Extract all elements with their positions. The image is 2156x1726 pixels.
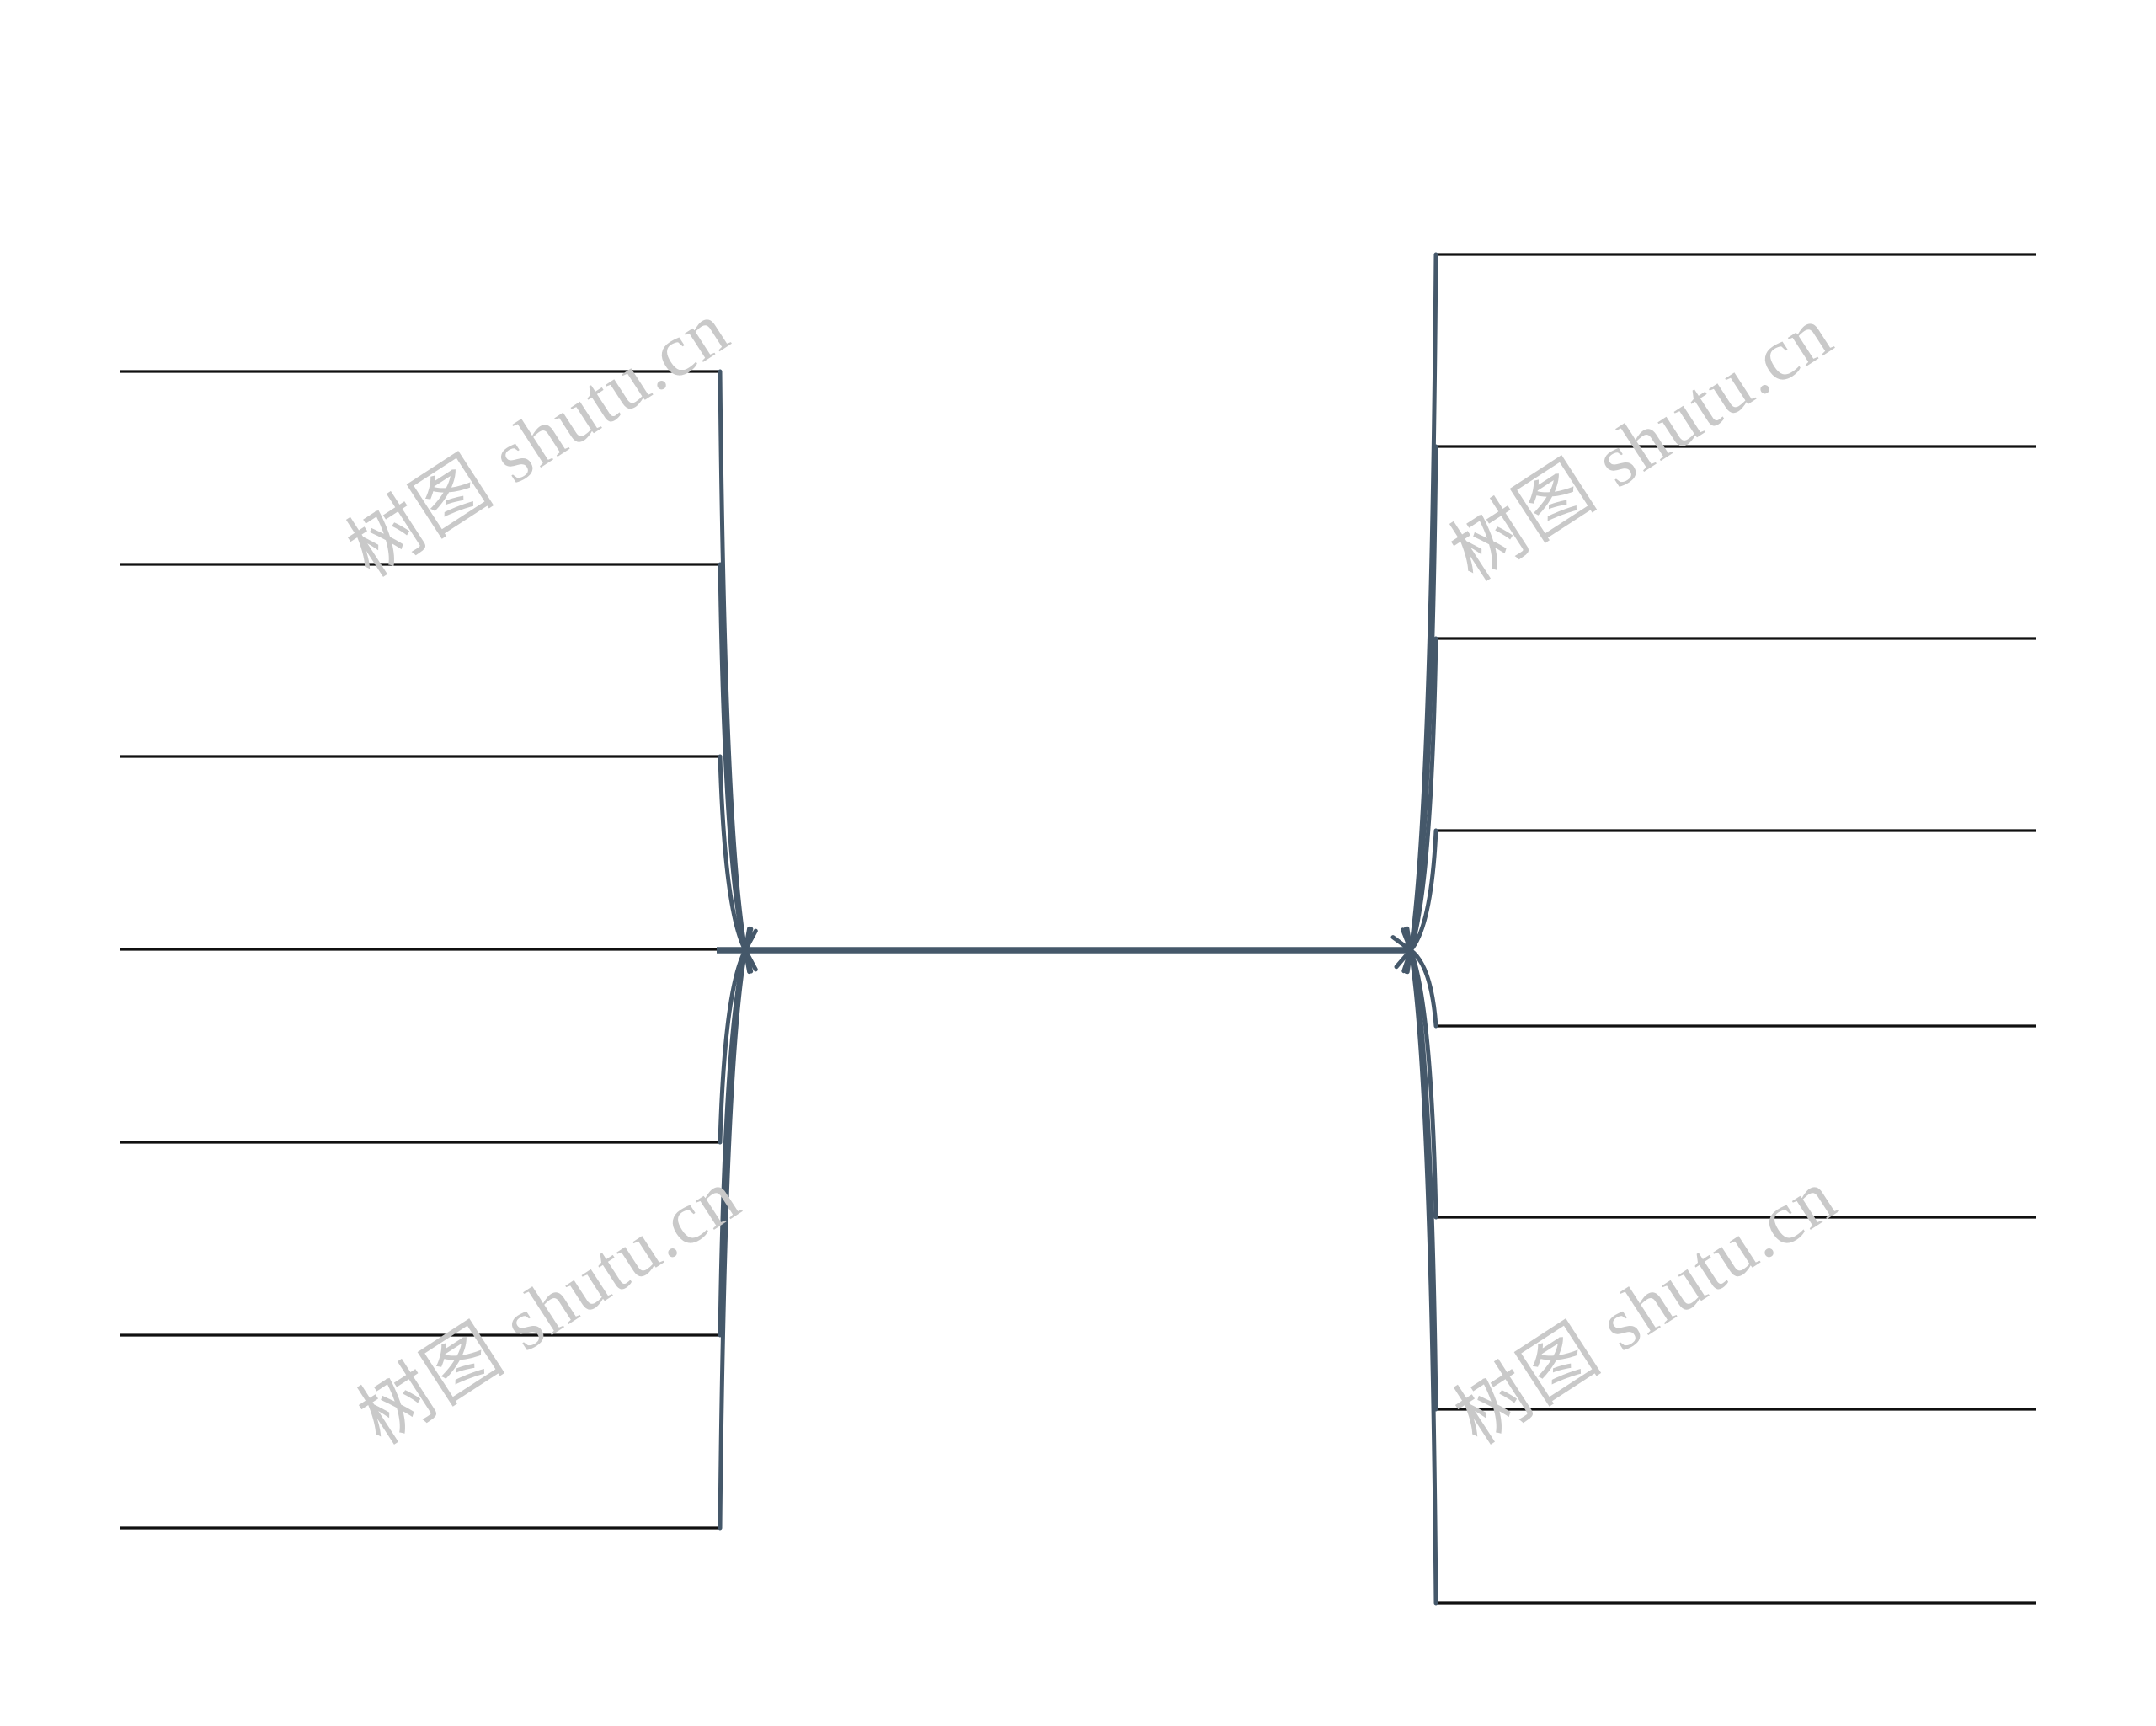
branch-left-2 (718, 562, 754, 974)
branch-right-4 (1394, 828, 1438, 970)
branch-right-8 (1405, 926, 1438, 1606)
branch-right-3 (1401, 636, 1438, 974)
branch-left-3 (718, 754, 758, 972)
branch-left-7 (718, 926, 752, 1531)
